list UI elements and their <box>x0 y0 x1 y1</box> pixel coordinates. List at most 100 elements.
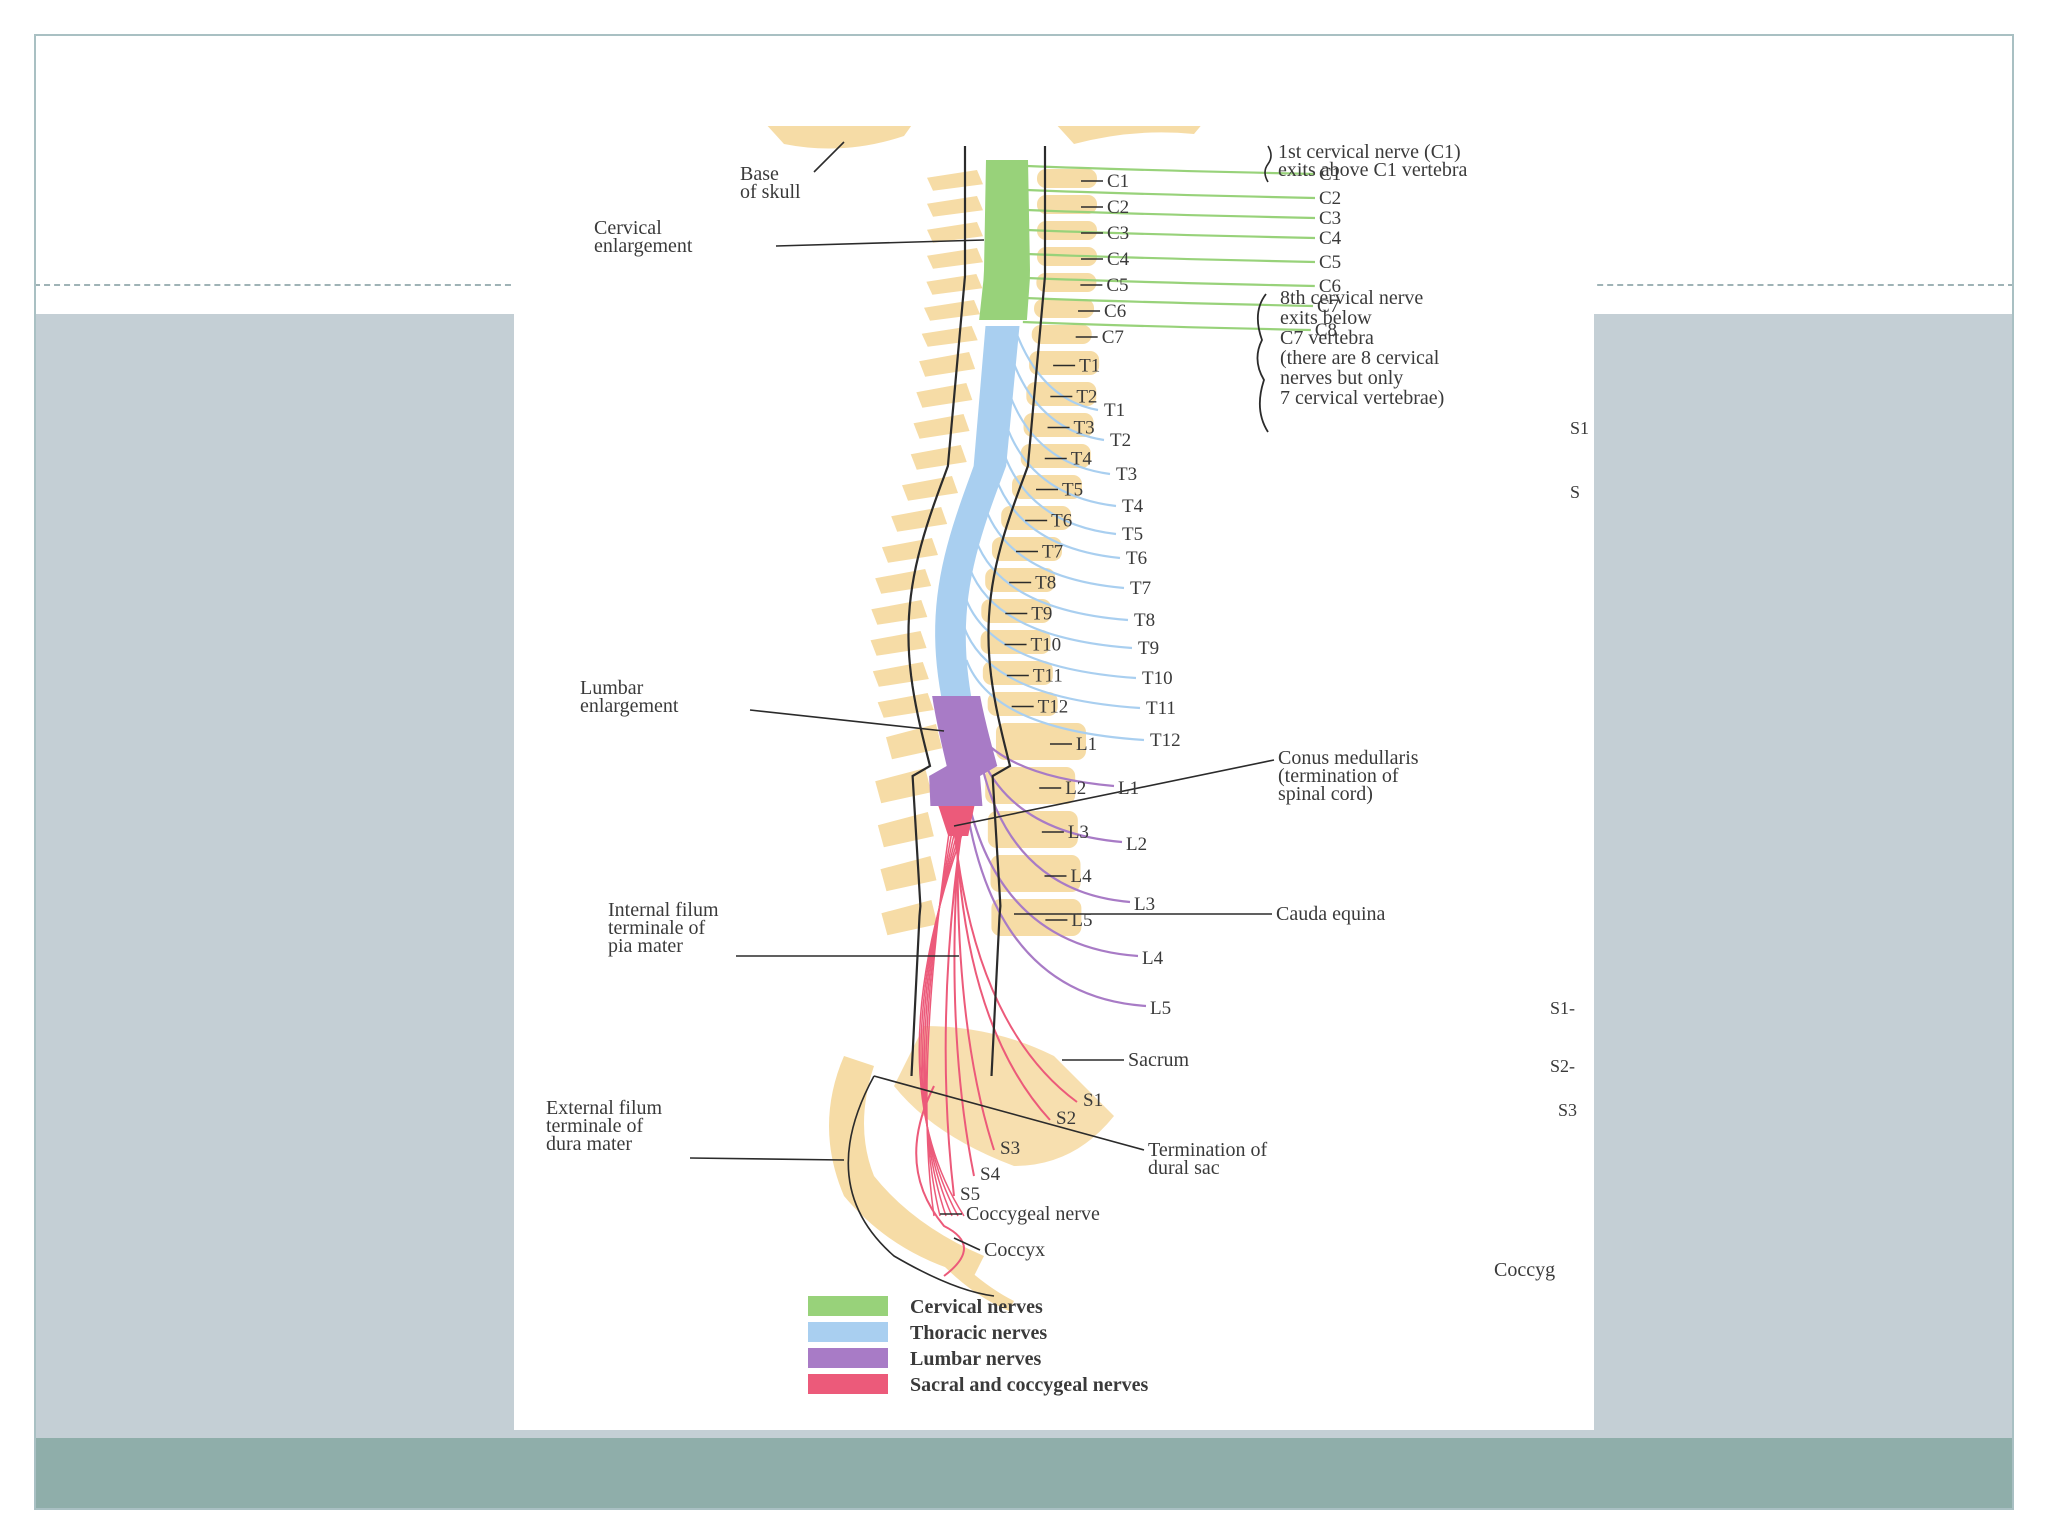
vertebra-label-T11: T11 <box>1033 666 1063 687</box>
vertebra-label-T10: T10 <box>1031 635 1062 656</box>
nerve-label-T8: T8 <box>1134 610 1155 631</box>
nerve-label-L5: L5 <box>1150 998 1171 1019</box>
vertebral-column <box>767 126 1201 1311</box>
vertebra-body <box>987 692 1058 716</box>
thoracic-nerve-T8 <box>974 539 1129 622</box>
label-base-of-skull-line-1: Base <box>740 163 779 185</box>
thoracic-nerve-T11 <box>963 627 1141 710</box>
legend-label-1: Cervical nerves <box>910 1296 1043 1318</box>
label-sacrum: Sacrum <box>1128 1049 1190 1071</box>
coccyx-bone <box>944 1256 1014 1311</box>
vertebra-body <box>987 811 1078 848</box>
label-external-filum-line-1: External filum <box>546 1097 663 1119</box>
label-cervical-enlargement-line-1: Cervical <box>594 217 662 239</box>
vertebra-process <box>881 538 938 563</box>
note-eighth-cervical-line-3: C7 vertebra <box>1280 327 1374 349</box>
slide-footer-band <box>34 1438 2014 1510</box>
skull-base <box>767 126 912 149</box>
vertebra-label-C2: C2 <box>1107 197 1129 218</box>
conus-segment <box>938 806 975 836</box>
vertebra-body <box>991 899 1082 936</box>
nerve-label-T3: T3 <box>1116 464 1137 485</box>
vertebra-label-L2: L2 <box>1065 778 1086 799</box>
vertebra-process <box>916 383 973 408</box>
note-eighth-cervical-line-1: 8th cervical nerve <box>1280 287 1423 309</box>
vertebra-process <box>913 414 970 439</box>
vertebra-process <box>875 569 932 594</box>
cauda-strand <box>918 825 966 1217</box>
vertebra-label-C3: C3 <box>1107 223 1129 244</box>
nerve-label-C2: C2 <box>1319 188 1341 209</box>
lumbar-nerve-L3 <box>980 765 1131 904</box>
vertebra-label-C4: C4 <box>1107 249 1130 270</box>
vertebra-body <box>981 599 1052 623</box>
nerve-label-T12: T12 <box>1150 730 1181 751</box>
vertebra-body <box>1029 351 1100 375</box>
edge-label-2: S <box>1570 482 1580 502</box>
label-internal-filum-line-2: terminale of <box>608 917 706 939</box>
dura-left <box>907 146 967 1077</box>
cervical-nerve-C2 <box>1026 188 1316 200</box>
leader-lines <box>689 141 1275 1251</box>
nerve-label-C5: C5 <box>1319 252 1341 273</box>
vertebra-label-L1: L1 <box>1076 734 1097 755</box>
vertebra-body <box>990 855 1081 892</box>
vertebra-body <box>985 568 1056 592</box>
label-cauda-equina: Cauda equina <box>1276 903 1386 925</box>
cervical-segment <box>979 160 1030 320</box>
vertebra-body <box>995 723 1086 760</box>
edge-coccyx-fragment: Coccyg <box>1494 1259 1555 1281</box>
nerve-label-C8: C8 <box>1315 320 1337 341</box>
external-filum-line <box>847 1075 995 1297</box>
sacral-nerve-S3 <box>956 825 995 1151</box>
vertebra-label-C5: C5 <box>1106 275 1128 296</box>
brace-eighth-cervical <box>1256 293 1269 433</box>
spinal-nerves <box>915 164 1316 1277</box>
label-internal-filum-line-3: pia mater <box>608 935 683 957</box>
nerve-label-S1: S1 <box>1083 1090 1103 1111</box>
vertebra-label-T8: T8 <box>1035 573 1056 594</box>
vertebra-process <box>902 476 959 501</box>
nerve-label-T6: T6 <box>1126 548 1147 569</box>
nerve-label-C1: C1 <box>1319 164 1341 185</box>
label-cervical-enlargement-line-2: enlargement <box>594 235 693 257</box>
vertebra-process <box>927 248 983 269</box>
vertebra-label-C1: C1 <box>1107 171 1129 192</box>
leader-coccyx <box>953 1237 981 1251</box>
nerve-label-S5: S5 <box>960 1184 980 1205</box>
note-eighth-cervical-line-6: 7 cervical vertebrae) <box>1280 387 1444 409</box>
legend-swatch-4 <box>808 1374 888 1394</box>
nerve-label-L3: L3 <box>1134 894 1155 915</box>
vertebra-body <box>1023 413 1094 437</box>
legend-label-2: Thoracic nerves <box>910 1322 1047 1344</box>
nerve-label-C6: C6 <box>1319 276 1341 297</box>
nerve-label-S2: S2 <box>1056 1108 1076 1129</box>
vertebra-process <box>871 600 928 625</box>
vertebra-body <box>1001 506 1072 530</box>
legend-swatch-1 <box>808 1296 888 1316</box>
label-conus-medullaris-line-2: (termination of <box>1278 765 1399 787</box>
cervical-nerve-C1 <box>1026 164 1316 176</box>
label-conus-medullaris-line-3: spinal cord) <box>1278 783 1373 805</box>
vertebra-body <box>1036 273 1097 292</box>
thoracic-nerve-T6 <box>994 477 1121 560</box>
vertebra-label-T2: T2 <box>1076 387 1097 408</box>
vertebra-process <box>877 812 934 848</box>
cervical-nerve-C8 <box>1022 320 1311 332</box>
label-external-filum-line-2: terminale of <box>546 1115 644 1137</box>
note-eighth-cervical-line-2: exits below <box>1280 307 1372 329</box>
nerve-label-L2: L2 <box>1126 834 1147 855</box>
sacral-nerve-S5 <box>944 825 963 1197</box>
edge-label-5: S3 <box>1558 1100 1577 1120</box>
nerve-label-T1: T1 <box>1104 400 1125 421</box>
vertebra-label-T9: T9 <box>1031 604 1052 625</box>
vertebra-process <box>891 507 948 532</box>
thoracic-nerve-T10 <box>964 597 1137 680</box>
sacral-nerve-S4 <box>953 825 975 1177</box>
vertebra-process <box>877 693 934 718</box>
vertebra-process <box>921 326 978 347</box>
nerve-label-C7: C7 <box>1317 296 1339 317</box>
note-eighth-cervical-line-4: (there are 8 cervical <box>1280 347 1440 369</box>
